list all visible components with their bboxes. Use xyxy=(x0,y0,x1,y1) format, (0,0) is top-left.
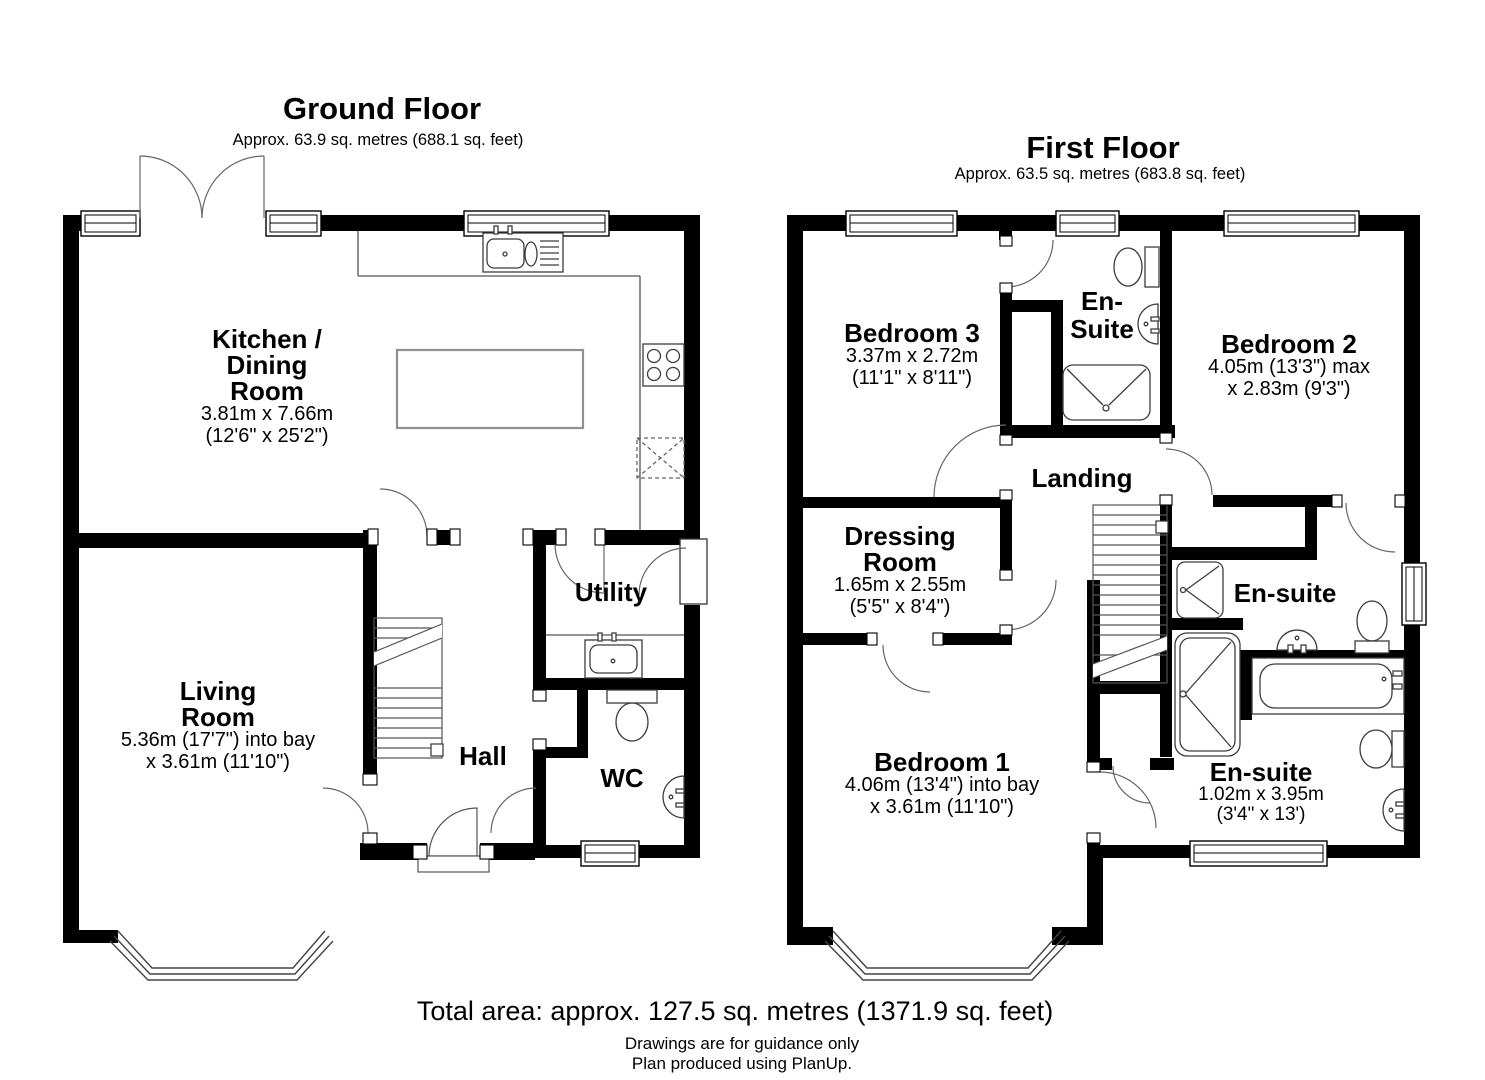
ensuite-bottom-shower-fixture xyxy=(1174,632,1241,757)
ensuite-bottom-door-arc xyxy=(1112,765,1151,804)
ensuite-mid-toilet-fixture xyxy=(1354,600,1390,654)
kitchen-label: Kitchen / Dining Room 3.81m x 7.66m (12'… xyxy=(200,324,334,447)
ensuite-bottom-basin-fixture xyxy=(1382,788,1405,832)
hob-fixture xyxy=(642,343,685,387)
wc-toilet-fixture xyxy=(606,689,658,742)
window xyxy=(580,840,640,867)
window xyxy=(1055,210,1120,237)
bedroom2-ensuite-door-arc xyxy=(1345,502,1396,553)
ensuite-mid-basin-fixture xyxy=(1276,629,1318,654)
ground-windows xyxy=(80,210,640,867)
ground-doors xyxy=(139,155,708,873)
first-floor-title: First Floor xyxy=(1026,130,1180,165)
living-room-door-arc xyxy=(322,787,369,834)
ground-walls xyxy=(63,215,700,943)
window xyxy=(1189,840,1328,867)
ground-floor-plan xyxy=(63,155,708,981)
kitchen-counter xyxy=(357,231,684,636)
disclaimer-label: Drawings are for guidance only Plan prod… xyxy=(624,1034,860,1073)
utility-sink-fixture xyxy=(584,632,643,679)
window xyxy=(845,210,958,237)
utility-label: Utility xyxy=(574,577,648,607)
window xyxy=(1401,562,1427,626)
total-area-label: Total area: approx. 127.5 sq. metres (13… xyxy=(416,996,1054,1026)
first-fixtures xyxy=(1062,246,1405,832)
ground-fixtures xyxy=(357,225,685,819)
bedroom3-door-arc xyxy=(933,424,1007,498)
first-stairs xyxy=(1092,504,1169,684)
bay-window xyxy=(824,930,1070,981)
kitchen-sink-fixture xyxy=(482,225,564,273)
window xyxy=(80,210,141,237)
ensuite-bottom-label: En-suite 1.02m x 3.95m (3'4" x 13') xyxy=(1198,757,1324,825)
window xyxy=(265,210,322,237)
first-doors xyxy=(882,239,1396,829)
french-doors xyxy=(139,155,265,219)
bedroom1-label: Bedroom 1 4.06m (13'4") into bay x 3.61m… xyxy=(844,747,1040,818)
wc-basin-fixture xyxy=(662,775,685,819)
first-floor-plan xyxy=(787,210,1427,981)
island-unit xyxy=(395,348,585,430)
french-door-opening xyxy=(138,213,266,233)
utility-back-door xyxy=(638,538,708,605)
dressing-landing-door-arc xyxy=(1005,579,1057,631)
ground-stairs xyxy=(373,617,444,759)
bedroom1-door-arc xyxy=(1099,771,1157,829)
ensuite-mid-shower-fixture xyxy=(1176,561,1224,619)
ensuite-bottom-toilet-fixture xyxy=(1359,729,1405,769)
bedroom2-door-arc xyxy=(1165,448,1213,496)
landing-label: Landing xyxy=(1031,463,1133,493)
appliance-space xyxy=(636,437,685,479)
window xyxy=(463,210,610,237)
first-floor-area: Approx. 63.5 sq. metres (683.8 sq. feet) xyxy=(954,165,1246,183)
bay-window xyxy=(109,930,334,981)
wc-label: WC xyxy=(600,763,644,793)
utility-door-arc xyxy=(554,543,605,594)
ensuite-mid-label: En-suite xyxy=(1233,578,1337,608)
bedroom2-label: Bedroom 2 4.05m (13'3") max x 2.83m (9'3… xyxy=(1207,329,1371,400)
ground-wall-caps xyxy=(362,528,606,860)
kitchen-door-arc xyxy=(379,488,428,537)
first-wall-caps xyxy=(866,235,1406,844)
front-door xyxy=(417,807,490,873)
living-room-label: Living Room 5.36m (17'7") into bay x 3.6… xyxy=(120,676,316,773)
ensuite-top-door-arc xyxy=(1005,239,1054,288)
dressing-bedroom1-door-arc xyxy=(882,644,931,693)
bedroom3-label: Bedroom 3 3.37m x 2.72m (11'1" x 8'11") xyxy=(844,318,980,389)
ensuite-top-label: En- Suite xyxy=(1070,286,1134,344)
ensuite-top-toilet-fixture xyxy=(1113,246,1160,288)
ensuite-top-shower-fixture xyxy=(1062,364,1151,421)
dressing-room-label: Dressing Room 1.65m x 2.55m (5'5" x 8'4"… xyxy=(833,521,967,618)
hall-label: Hall xyxy=(459,741,507,771)
first-windows xyxy=(845,210,1427,867)
bath-fixture xyxy=(1251,657,1405,715)
wc-door-arc xyxy=(490,787,537,834)
ensuite-top-basin-fixture xyxy=(1137,303,1160,345)
ground-floor-area: Approx. 63.9 sq. metres (688.1 sq. feet) xyxy=(232,131,524,149)
window xyxy=(1223,210,1360,237)
ground-floor-title: Ground Floor xyxy=(282,91,482,126)
